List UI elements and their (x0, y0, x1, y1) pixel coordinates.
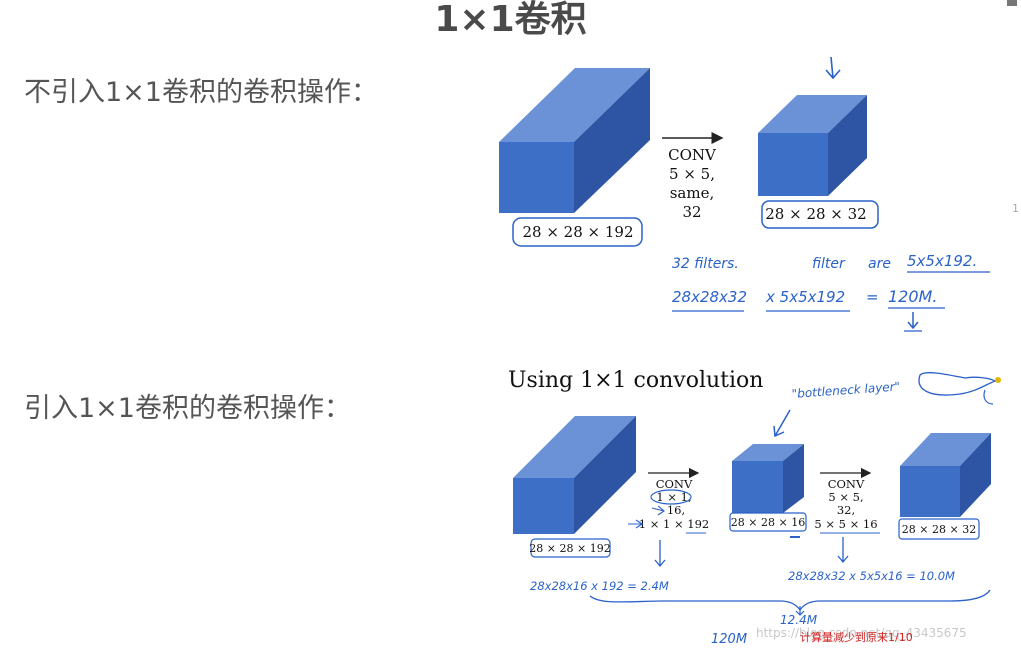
bottleneck-note: "bottleneck layer" (791, 379, 900, 401)
note-calc-eq: = (866, 288, 879, 306)
compare-note: 120M (711, 632, 747, 647)
bottom-input-dim: 28 × 28 × 192 (529, 542, 610, 555)
calc2-down-arrow-icon (837, 537, 849, 564)
top-output-dim: 28 × 28 × 32 (765, 205, 866, 223)
bottom-input-cube (513, 416, 636, 534)
watermark: https://blog.csdn.net/qq_43435675 (756, 626, 967, 640)
note-filter-size: 5x5x192. (907, 252, 977, 270)
conv1-line-1: 1 × 1, (656, 490, 691, 504)
top-input-cube (499, 68, 650, 213)
note-filter-word: filter (812, 256, 846, 272)
red-note: 计算量减少到原来1/10 (800, 630, 913, 644)
side-number: 1 (1012, 202, 1019, 215)
bottom-mid-dim: 28 × 28 × 16 (731, 516, 805, 529)
result-down-arrow-icon (907, 312, 919, 330)
conv2-line-1: 5 × 5, (828, 490, 863, 504)
top-conv-line-0: CONV (668, 146, 717, 164)
conv1-line-3: 1 × 1 × 192 (639, 517, 709, 531)
top-input-dim-circle (512, 217, 643, 247)
bottom-output-dim: 28 × 28 × 32 (902, 523, 976, 536)
note-filters: 32 filters. (672, 256, 739, 272)
calc1-note: 28x28x16 x 192 = 2.4M (530, 579, 669, 593)
bottleneck-bottle-sketch (918, 372, 997, 396)
bottom-mid-cube (732, 444, 804, 513)
bottom-output-cube (900, 433, 991, 517)
calc1-down-arrow-icon (654, 540, 666, 568)
conv1-line-0: CONV (656, 477, 693, 491)
label-without-1x1: 不引入1×1卷积的卷积操作： (24, 77, 378, 108)
conv2-line-3: 5 × 5 × 16 (814, 517, 877, 531)
bottle-cap-icon (995, 377, 1001, 383)
page-title: 1×1卷积 (434, 0, 587, 40)
conv2-line-0: CONV (828, 477, 865, 491)
note-are-word: are (868, 256, 891, 272)
bottom-heading: Using 1×1 convolution (508, 368, 763, 393)
conv1-line-2: 16, (667, 503, 685, 517)
label-with-1x1: 引入1×1卷积的卷积操作： (24, 393, 351, 424)
scrollbar-indicator[interactable] (1007, 0, 1017, 6)
bottleneck-arrow-icon (773, 409, 791, 438)
note-calc-mid: x 5x5x192 (765, 288, 845, 306)
top-output-dim-circle (761, 200, 879, 229)
top-output-cube (758, 95, 867, 196)
top-conv-line-1: 5 × 5, (669, 165, 715, 183)
calc2-note: 28x28x32 x 5x5x16 = 10.0M (788, 569, 955, 583)
conv2-line-2: 32, (837, 503, 855, 517)
top-input-dim: 28 × 28 × 192 (522, 223, 633, 241)
note-calc-left: 28x28x32 (672, 288, 747, 306)
top-conv-line-2: same, (670, 184, 715, 202)
top-conv-line-3: 32 (682, 203, 701, 221)
sum-brace (589, 589, 991, 612)
top-down-arrow-icon (825, 56, 841, 80)
note-calc-result: 120M. (888, 287, 937, 306)
total-note: 12.4M (780, 613, 818, 627)
